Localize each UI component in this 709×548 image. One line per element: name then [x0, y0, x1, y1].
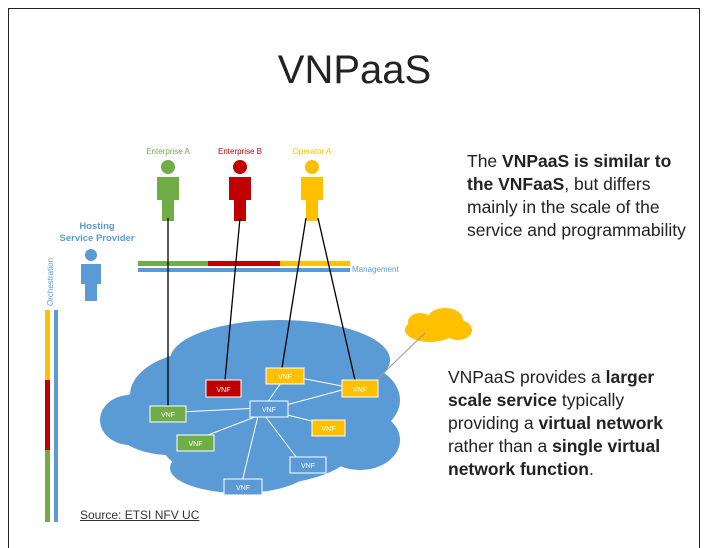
orchestration-label: Orchestration [46, 258, 55, 306]
vnpaas-diagram: Enterprise A Enterprise B Operator A Hos… [45, 147, 472, 522]
text-run: larger scale service [448, 367, 655, 410]
svg-text:VNF: VNF [301, 463, 315, 470]
hosting-label-line2: Service Provider [60, 233, 135, 244]
text-run: VNPaaS provides a [448, 367, 606, 387]
external-cloud [405, 308, 472, 342]
text-run: The [467, 151, 503, 171]
vnf-enterprise-a-1: VNF [149, 405, 187, 423]
orchestration-bar-enterprise-a [45, 450, 50, 522]
operator-a-label: Operator A [293, 147, 332, 156]
enterprise-b-person-icon [229, 160, 251, 221]
vnf-hosting-3: VNF [223, 478, 263, 496]
slide-title: VNPaaS [277, 48, 432, 92]
text-run: , but differs mainly in the scale of the… [467, 174, 686, 240]
vnf-enterprise-b: VNF [205, 379, 242, 398]
link-operator-a-1 [281, 217, 307, 369]
text-run: rather than a [448, 436, 553, 456]
orchestration-bar-enterprise-b [45, 380, 50, 450]
link-enterprise-b [224, 217, 241, 381]
vnf-hosting-2: VNF [289, 456, 327, 474]
svg-text:VNF: VNF [217, 387, 231, 394]
orchestration-bar-hosting [54, 310, 58, 522]
enterprise-a-person-icon [157, 160, 179, 221]
management-bar-enterprise-b [208, 261, 280, 266]
text-run: . [588, 459, 594, 479]
link-external-cloud [369, 332, 426, 387]
paragraph-scale: VNPaaS provides a larger scale service t… [448, 366, 688, 481]
svg-text:VNF: VNF [278, 374, 292, 381]
vnf-operator-a-3: VNF [311, 419, 346, 437]
management-label: Management [352, 265, 399, 274]
svg-text:VNF: VNF [322, 426, 336, 433]
hosting-person-icon [81, 249, 101, 301]
svg-text:VNF: VNF [161, 412, 175, 419]
paragraph-similarity: The VNPaaS is similar to the VNFaaS, but… [467, 150, 692, 242]
source-citation: Source: ETSI NFV UC [80, 508, 200, 522]
vnf-enterprise-a-2: VNF [176, 434, 215, 452]
vnf-operator-a-1: VNF [265, 367, 305, 385]
management-bar-operator-a [280, 261, 350, 266]
management-bar-enterprise-a [138, 261, 208, 266]
management-bar-hosting [138, 268, 350, 272]
text-run: typically providing a [448, 390, 625, 433]
svg-text:VNF: VNF [353, 387, 367, 394]
svg-text:VNF: VNF [262, 407, 276, 414]
link-operator-a-2 [317, 217, 356, 381]
orchestration-bar-operator-a [45, 310, 50, 380]
text-run: virtual network [538, 413, 663, 433]
text-run: single virtual network function [448, 436, 661, 479]
svg-text:VNF: VNF [189, 441, 203, 448]
hosting-label-line1: Hosting [79, 221, 115, 232]
svg-text:VNF: VNF [236, 485, 250, 492]
vnf-operator-a-2: VNF [341, 379, 379, 398]
vnf-hosting-1: VNF [249, 400, 289, 418]
enterprise-b-label: Enterprise B [218, 147, 262, 156]
operator-a-person-icon [301, 160, 323, 221]
text-run: VNPaaS is similar to the VNFaaS [467, 151, 672, 194]
enterprise-a-label: Enterprise A [146, 147, 190, 156]
